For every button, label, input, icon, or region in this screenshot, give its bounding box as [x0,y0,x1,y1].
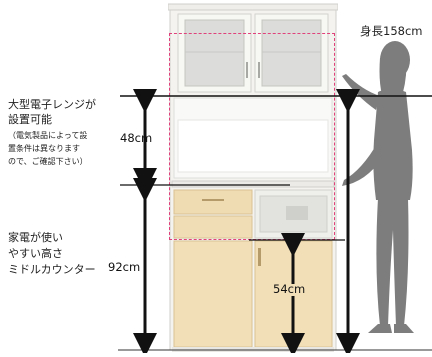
microwave-sub-note-2: 置条件は異なります [8,144,80,153]
person-silhouette [340,30,432,353]
upper-gap-label: 48cm [120,131,153,145]
appliance-note-line-3: ミドルカウンター [8,263,96,276]
lower-space-label: 54cm [272,282,307,296]
microwave-sub-note-1: （電気製品によって設 [8,131,88,140]
person-height-label: 身長158cm [360,24,423,38]
microwave-note-line-2: 設置可能 [8,113,52,126]
counter-height-label: 92cm [108,260,141,274]
woman-silhouette-icon [342,41,414,333]
appliance-note-line-2: やすい高さ [8,247,63,260]
appliance-note-line-1: 家電が使い [8,231,63,244]
microwave-note-line-1: 大型電子レンジが [8,98,96,111]
microwave-sub-note-3: ので、ご確認下さい） [8,157,88,166]
